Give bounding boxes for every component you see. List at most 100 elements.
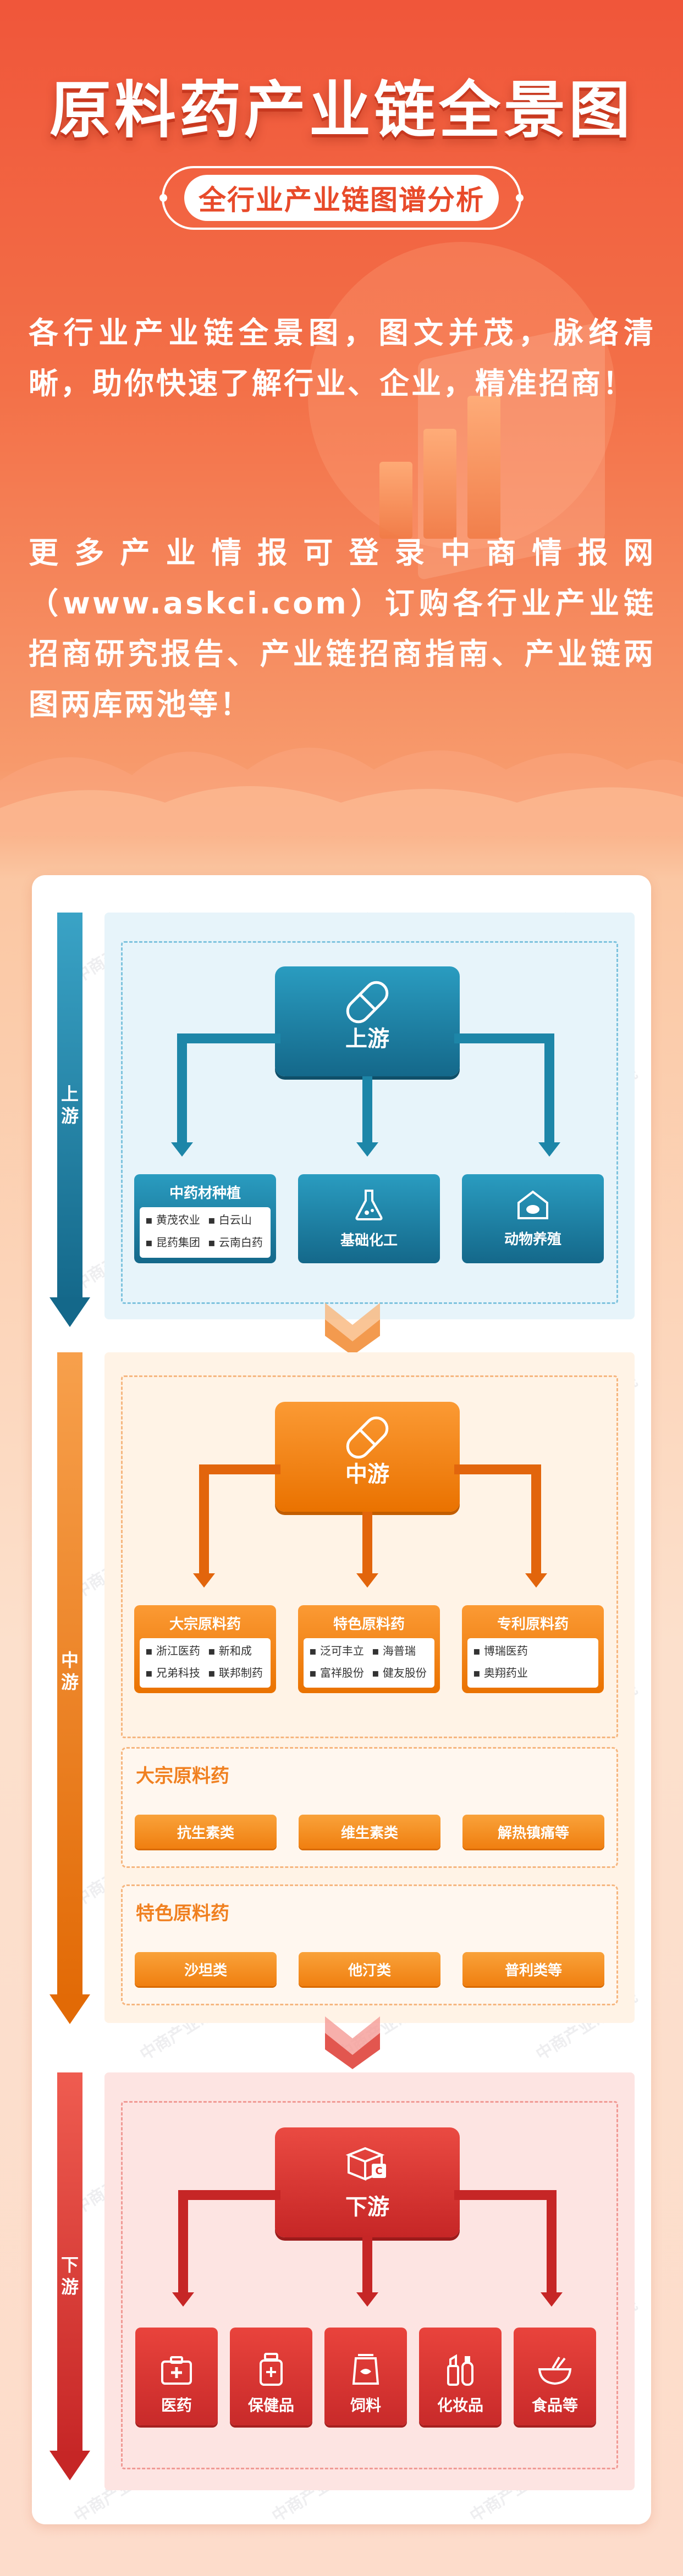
- arrow-head: [541, 2292, 563, 2307]
- chevron-down-icon: [325, 2016, 380, 2069]
- flask-icon: [355, 1189, 383, 1220]
- svg-text:C: C: [375, 2165, 382, 2177]
- midstream-box-specialty: 特色原料药 泛可丰立 海普瑞 富祥股份 健友股份: [298, 1605, 440, 1693]
- box-title: 大宗原料药: [169, 1616, 241, 1633]
- arrow-head: [193, 1573, 215, 1588]
- arrow-head: [49, 2451, 90, 2480]
- cloud-decoration: [0, 748, 683, 836]
- arrow-shaft: [57, 1352, 82, 2001]
- downstream-item-label: 医药: [161, 2396, 192, 2414]
- downstream-items: 医药 保健品 饲料 化妆品 食品等: [135, 2300, 619, 2443]
- medkit-icon: [161, 2356, 192, 2385]
- feed-icon: [352, 2354, 379, 2385]
- bottle-icon: [260, 2353, 283, 2386]
- dot-decoration: [159, 194, 167, 202]
- arrow-head: [49, 1994, 90, 2024]
- company-item: 海普瑞: [372, 1641, 429, 1662]
- category-item: 沙坦类: [135, 1952, 277, 1986]
- connector-line: [178, 2190, 188, 2293]
- stage-label-downstream: 下 游: [60, 2254, 79, 2297]
- company-item: 泛可丰立: [309, 1641, 366, 1662]
- connector-line: [547, 2190, 557, 2293]
- company-item: 黄茂农业: [145, 1210, 202, 1232]
- company-item: 昆药集团: [145, 1233, 202, 1254]
- arrow-shaft: [57, 2072, 82, 2457]
- midstream-box-patent: 专利原料药 博瑞医药 奥翔药业: [462, 1605, 604, 1693]
- category-item: 他汀类: [299, 1952, 440, 1986]
- company-item: 富祥股份: [309, 1663, 366, 1684]
- company-list: 浙江医药 新和成 兄弟科技 联邦制药: [140, 1638, 271, 1688]
- box-title: 特色原料药: [333, 1616, 405, 1633]
- subtitle-badge: 全行业产业链图谱分析: [159, 166, 524, 230]
- downstream-item-health: 保健品: [230, 2328, 312, 2425]
- box-icon: C: [345, 2147, 386, 2181]
- company-item: 浙江医药: [145, 1641, 202, 1662]
- connector-line: [199, 1464, 209, 1574]
- subtitle-text: 全行业产业链图谱分析: [184, 175, 499, 221]
- hero-bar-decoration: [423, 429, 456, 539]
- midstream-hub: 中游: [275, 1402, 460, 1512]
- category-item: 解热镇痛等: [462, 1815, 604, 1849]
- downstream-item-label: 化妆品: [437, 2396, 483, 2414]
- box-title: 基础化工: [340, 1232, 398, 1249]
- barn-icon: [517, 1190, 548, 1219]
- stage-label-midstream: 中 游: [60, 1650, 79, 1693]
- midstream-hub-label: 中游: [345, 1462, 389, 1487]
- category-title: 大宗原料药: [136, 1765, 229, 1787]
- connector-line: [181, 1033, 280, 1043]
- category-item: 抗生素类: [135, 1815, 277, 1849]
- hero-bar-decoration: [467, 396, 500, 539]
- downstream-item-cosmetics: 化妆品: [419, 2328, 502, 2425]
- company-item: 兄弟科技: [145, 1663, 202, 1684]
- connector-line: [454, 1033, 553, 1043]
- arrow-head: [538, 1142, 560, 1157]
- downstream-hub-label: 下游: [345, 2194, 389, 2220]
- upstream-box-animal: 动物养殖: [462, 1174, 604, 1263]
- connector-line: [203, 1464, 280, 1474]
- cosmetics-icon: [447, 2354, 473, 2386]
- company-item: 云南白药: [208, 1233, 265, 1254]
- arrow-head: [172, 2292, 194, 2307]
- connector-line: [177, 1033, 187, 1143]
- midstream-dashed-frame: [121, 1375, 618, 1738]
- upstream-hub-label: 上游: [345, 1026, 389, 1052]
- category-title: 特色原料药: [136, 1903, 229, 1925]
- downstream-item-food: 食品等: [514, 2328, 596, 2425]
- downstream-item-feed: 饲料: [324, 2328, 407, 2425]
- connector-line: [362, 2237, 372, 2293]
- connector-line: [362, 1512, 372, 1574]
- dot-decoration: [516, 194, 524, 202]
- connector-line: [544, 1033, 554, 1143]
- upstream-box-chemical: 基础化工: [298, 1174, 440, 1263]
- company-item: 新和成: [208, 1641, 265, 1662]
- downstream-item-label: 饲料: [350, 2396, 381, 2414]
- upstream-hub: 上游: [275, 966, 460, 1076]
- arrow-head: [356, 1573, 378, 1588]
- downstream-item-medicine: 医药: [135, 2328, 218, 2425]
- company-list: 黄茂农业 白云山 昆药集团 云南白药: [140, 1207, 271, 1258]
- arrow-head: [171, 1142, 193, 1157]
- category-block-specialty: 特色原料药 沙坦类 他汀类 普利类等: [121, 1884, 618, 2005]
- downstream-hub: C 下游: [275, 2127, 460, 2237]
- box-title: 专利原料药: [497, 1616, 569, 1633]
- company-item: 联邦制药: [208, 1663, 265, 1684]
- arrow-head: [525, 1573, 547, 1588]
- connector-line: [531, 1464, 541, 1574]
- downstream-item-label: 保健品: [247, 2396, 294, 2414]
- midstream-stage-arrow: 中 游: [49, 1352, 90, 2028]
- downstream-stage-arrow: 下 游: [49, 2072, 90, 2485]
- arrow-head: [49, 1297, 90, 1327]
- hero-decoration: [308, 242, 616, 550]
- midstream-box-bulk: 大宗原料药 浙江医药 新和成 兄弟科技 联邦制药: [134, 1605, 276, 1693]
- upstream-box-herb: 中药材种植 黄茂农业 白云山 昆药集团 云南白药: [134, 1174, 276, 1263]
- stage-label-upstream: 上 游: [60, 1084, 79, 1126]
- company-item: 奥翔药业: [473, 1663, 593, 1684]
- company-item: 白云山: [208, 1210, 265, 1232]
- chevron-down-icon: [325, 1303, 380, 1356]
- arrow-head: [356, 2292, 378, 2307]
- company-list: 博瑞医药 奥翔药业: [467, 1638, 598, 1688]
- box-title: 动物养殖: [504, 1231, 561, 1248]
- connector-line: [362, 1076, 372, 1143]
- hero-banner: 原料药产业链全景图 全行业产业链图谱分析 各行业产业链全景图，图文并茂，脉络清晰…: [0, 0, 683, 836]
- page-title: 原料药产业链全景图: [49, 75, 634, 146]
